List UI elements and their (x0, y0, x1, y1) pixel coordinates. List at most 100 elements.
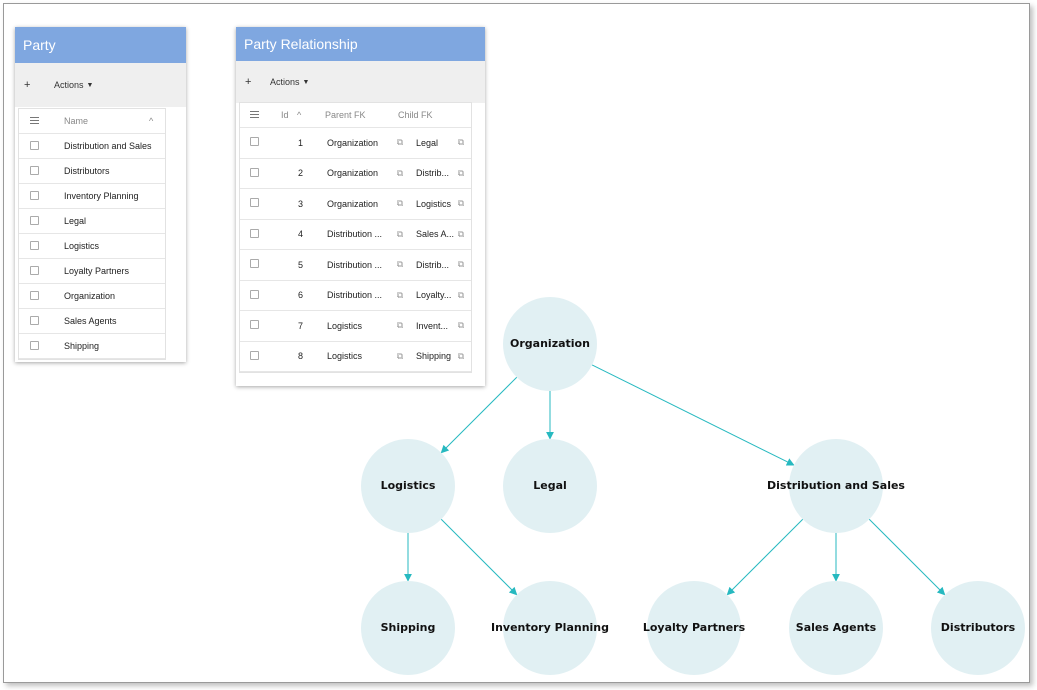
name-column-header[interactable]: Name (64, 116, 89, 126)
party-panel-title: Party (15, 27, 186, 63)
row-checkbox[interactable] (250, 228, 259, 238)
external-link-icon[interactable]: ⧉ (396, 259, 404, 270)
child-fk-column-header[interactable]: Child FK (398, 110, 433, 120)
row-checkbox[interactable] (250, 350, 259, 360)
table-row[interactable]: Legal (19, 209, 165, 234)
row-checkbox[interactable] (30, 190, 39, 200)
graph-node-inventory[interactable]: Inventory Planning (491, 581, 609, 675)
party-relationship-add-button[interactable]: + (245, 76, 252, 88)
row-checkbox[interactable] (250, 320, 259, 330)
row-checkbox[interactable] (250, 259, 259, 269)
external-link-icon[interactable]: ⧉ (457, 320, 465, 331)
table-row[interactable]: Inventory Planning (19, 184, 165, 209)
node-label: Inventory Planning (491, 621, 609, 634)
row-checkbox[interactable] (30, 165, 39, 175)
id-cell: 7 (297, 320, 303, 331)
graph-node-logistics[interactable]: Logistics (361, 439, 455, 533)
parent-fk-column-header[interactable]: Parent FK (325, 110, 366, 120)
node-label: Organization (510, 337, 590, 350)
row-checkbox[interactable] (30, 215, 39, 225)
row-checkbox[interactable] (250, 198, 259, 208)
table-row[interactable]: Loyalty Partners (19, 259, 165, 284)
row-checkbox[interactable] (250, 289, 259, 299)
party-name-cell: Distribution and Sales (64, 141, 152, 151)
party-add-button[interactable]: + (24, 79, 31, 91)
id-cell: 2 (297, 168, 303, 179)
row-checkbox[interactable] (250, 137, 259, 147)
id-cell: 6 (297, 290, 303, 301)
table-row[interactable]: Logistics (19, 234, 165, 259)
external-link-icon[interactable]: ⧉ (457, 137, 465, 148)
row-checkbox[interactable] (30, 315, 39, 325)
sort-ascending-icon[interactable]: ^ (149, 116, 154, 126)
external-link-icon[interactable]: ⧉ (396, 198, 404, 209)
row-checkbox[interactable] (30, 140, 39, 150)
external-link-icon[interactable]: ⧉ (396, 320, 404, 331)
row-checkbox[interactable] (30, 265, 39, 275)
party-relationship-toolbar: + Actions ▼ (236, 61, 485, 103)
party-name-cell: Loyalty Partners (64, 266, 130, 276)
column-menu-icon[interactable] (250, 109, 259, 120)
child-fk-cell: Sales A... (416, 229, 454, 240)
node-label: Legal (533, 479, 567, 492)
edge-org-dist_sales (591, 364, 795, 466)
external-link-icon[interactable]: ⧉ (457, 350, 465, 361)
table-row[interactable]: Distributors (19, 159, 165, 184)
party-relationship-actions-menu[interactable]: Actions ▼ (270, 77, 309, 87)
external-link-icon[interactable]: ⧉ (457, 228, 465, 239)
node-circle (503, 297, 597, 391)
graph-node-loyalty[interactable]: Loyalty Partners (643, 581, 746, 675)
party-toolbar: + Actions ▼ (15, 63, 186, 107)
edge-org-logistics (440, 376, 518, 454)
external-link-icon[interactable]: ⧉ (396, 137, 404, 148)
graph-node-shipping[interactable]: Shipping (361, 581, 455, 675)
party-actions-menu[interactable]: Actions ▼ (54, 80, 93, 90)
external-link-icon[interactable]: ⧉ (457, 167, 465, 178)
row-checkbox[interactable] (30, 290, 39, 300)
row-checkbox[interactable] (30, 340, 39, 350)
table-row[interactable]: Sales Agents (19, 309, 165, 334)
node-circle (931, 581, 1025, 675)
external-link-icon[interactable]: ⧉ (396, 167, 404, 178)
row-checkbox[interactable] (250, 167, 259, 177)
column-menu-icon[interactable] (30, 115, 39, 126)
parent-fk-cell: Organization (327, 198, 379, 209)
party-name-cell: Inventory Planning (64, 191, 139, 201)
table-row[interactable]: Organization (19, 284, 165, 309)
node-label: Logistics (381, 479, 436, 492)
external-link-icon[interactable]: ⧉ (396, 350, 404, 361)
party-relationship-actions-label: Actions (270, 77, 300, 87)
graph-node-legal[interactable]: Legal (503, 439, 597, 533)
id-column-header[interactable]: Id (281, 110, 289, 120)
party-name-cell: Organization (64, 291, 116, 301)
external-link-icon[interactable]: ⧉ (457, 259, 465, 270)
table-row[interactable]: Shipping (19, 334, 165, 359)
external-link-icon[interactable]: ⧉ (457, 198, 465, 209)
external-link-icon[interactable]: ⧉ (396, 228, 404, 239)
node-label: Loyalty Partners (643, 621, 746, 634)
external-link-icon[interactable]: ⧉ (457, 289, 465, 300)
table-row[interactable]: Distribution and Sales (19, 134, 165, 159)
graph-node-sales_agents[interactable]: Sales Agents (789, 581, 883, 675)
parent-fk-cell: Distribution ... (327, 290, 383, 301)
graph-node-org[interactable]: Organization (503, 297, 597, 391)
graph-node-dist_sales[interactable]: Distribution and Sales (767, 439, 905, 533)
party-name-cell: Shipping (64, 341, 100, 351)
graph-node-distributors[interactable]: Distributors (931, 581, 1025, 675)
edge-dist_sales-loyalty (726, 518, 804, 596)
parent-fk-cell: Distribution ... (327, 229, 383, 240)
node-circle (361, 439, 455, 533)
parent-fk-cell: Organization (327, 137, 379, 148)
row-checkbox[interactable] (30, 240, 39, 250)
node-circle (503, 439, 597, 533)
sort-ascending-icon[interactable]: ^ (297, 110, 302, 120)
external-link-icon[interactable]: ⧉ (396, 289, 404, 300)
